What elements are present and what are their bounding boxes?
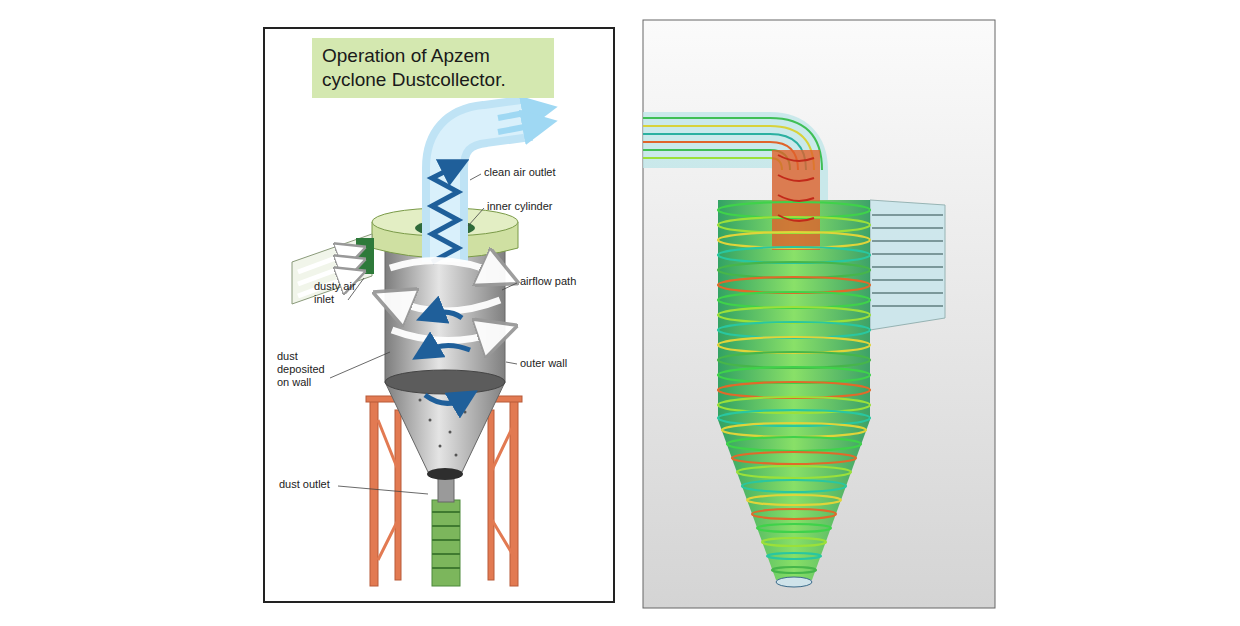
callout-label: dust deposited on wall	[277, 350, 335, 389]
callout-label: inner cylinder	[487, 200, 587, 213]
title-banner: Operation of Apzem cyclone Dustcollector…	[312, 38, 554, 98]
callout-label: outer wall	[520, 357, 600, 370]
callout-label: dust outlet	[279, 478, 359, 491]
callout-label: clean air outlet	[484, 166, 594, 179]
callout-label: airflow path	[520, 275, 600, 288]
callout-label: dusty air inlet	[314, 280, 364, 306]
